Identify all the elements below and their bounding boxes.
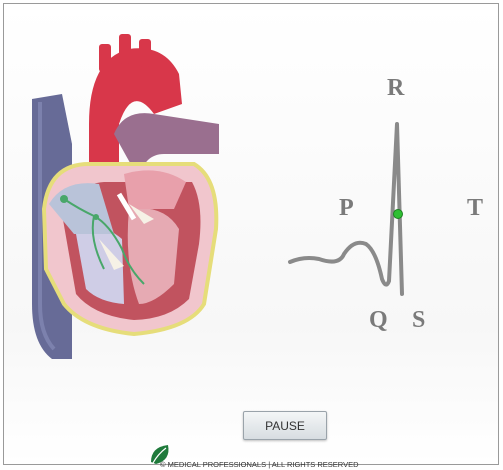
q-wave-label: Q — [369, 308, 388, 332]
p-wave-label: P — [339, 196, 354, 220]
t-wave-label: T — [467, 196, 483, 220]
pause-button[interactable]: PAUSE — [243, 411, 327, 440]
animation-frame: R P T Q S PAUSE © MEDICAL PROFESSIONALS … — [3, 3, 499, 465]
ecg-progress-marker — [394, 210, 403, 219]
ecg-trace — [4, 4, 500, 466]
footer: © MEDICAL PROFESSIONALS | ALL RIGHTS RES… — [148, 442, 448, 470]
s-wave-label: S — [412, 308, 425, 332]
r-wave-label: R — [387, 76, 404, 100]
copyright-text: © MEDICAL PROFESSIONALS | ALL RIGHTS RES… — [160, 460, 359, 469]
